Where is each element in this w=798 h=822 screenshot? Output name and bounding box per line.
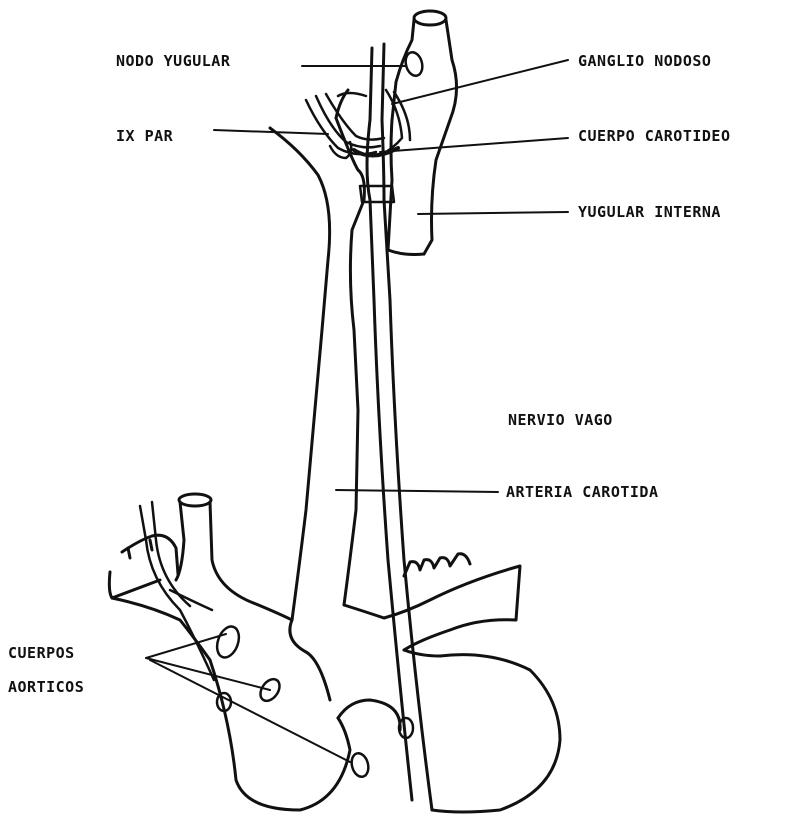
label-ganglio-nodoso: GANGLIO NODOSO [578, 52, 711, 70]
internal-jugular-vein [388, 11, 457, 255]
label-aorticos: AORTICOS [8, 678, 84, 696]
label-yugular-interna: YUGULAR INTERNA [578, 203, 721, 221]
label-nodo-yugular: NODO YUGULAR [116, 52, 230, 70]
aortic-arch [109, 494, 560, 812]
vagus-nerve [360, 44, 432, 810]
label-ix-par: IX PAR [116, 127, 173, 145]
label-cuerpo-carotideo: CUERPO CAROTIDEO [578, 127, 731, 145]
aortic-bodies [140, 502, 413, 779]
label-cuerpos: CUERPOS [8, 644, 75, 662]
label-nervio-vago: NERVIO VAGO [508, 411, 613, 429]
carotid-artery [270, 90, 364, 620]
label-arteria-carotida: ARTERIA CAROTIDA [506, 483, 659, 501]
